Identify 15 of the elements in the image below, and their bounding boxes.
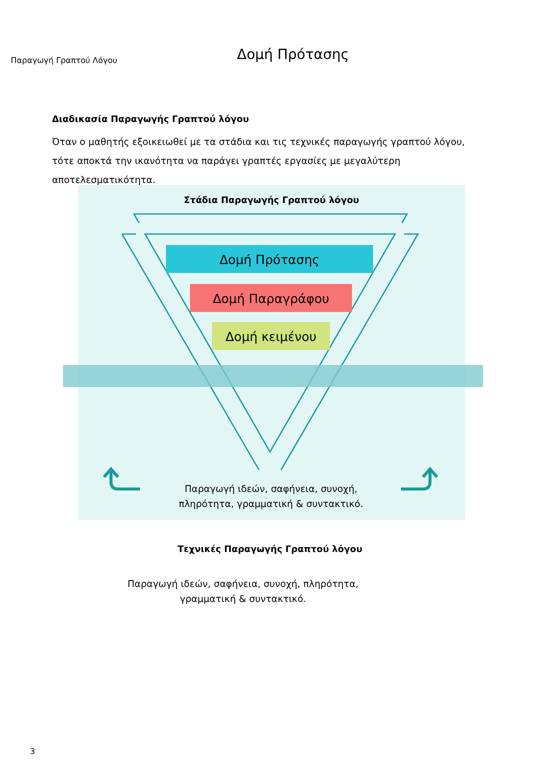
- page-number: 3: [30, 747, 36, 756]
- stage-bar: [212, 322, 330, 350]
- paragraph: Όταν ο μαθητής εξοικειωθεί με τα στάδια και τις τεχνικές παραγωγής γραπτού λόγου, τότε αποκτά την ικανότητα να παράγει γραπτές εργασίες με μεγαλύτερη αποτελεσματικότητα.: [52, 136, 466, 188]
- stage-label: Δομή Πρότασης: [220, 252, 320, 266]
- section-heading: Διαδικασία Παραγωγής Γραπτού λόγου: [52, 115, 249, 125]
- panel-caption: Παραγωγή ιδεών, σαφήνεια, συνοχή, πληρότητα, γραμματική & συντακτικό.: [178, 483, 364, 512]
- paragraph: Παραγωγή ιδεών, σαφήνεια, συνοχή, πληρότητα, γραμματική & συντακτικό.: [126, 578, 360, 607]
- panel-heading: Στάδια Παραγωγής Γραπτού λόγου: [182, 196, 360, 206]
- stage-label: Δομή κειμένου: [226, 328, 316, 344]
- stage-bar: [190, 284, 352, 312]
- page-title: Δομή Πρότασης: [236, 47, 350, 63]
- section-heading: Τεχνικές Παραγωγής Γραπτού λόγου: [176, 545, 364, 555]
- subtitle: Παραγωγή Γραπτού Λόγου: [10, 56, 118, 65]
- stage-label: Δομή Παραγράφου: [212, 290, 330, 306]
- stage-bar: [166, 245, 373, 273]
